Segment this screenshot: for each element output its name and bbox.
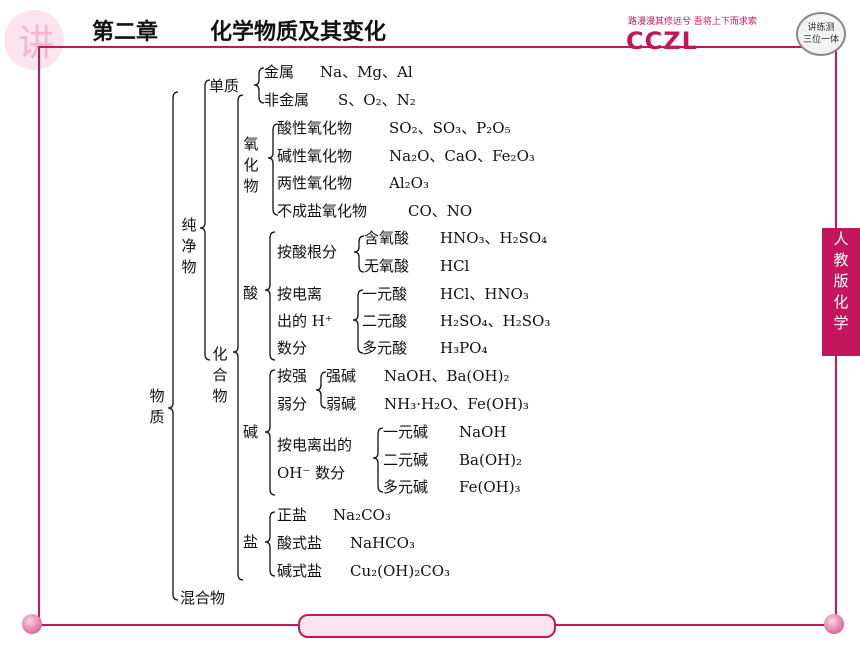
next-page-button[interactable] xyxy=(824,614,844,634)
salt-basic: 碱式盐 xyxy=(277,562,323,580)
brace xyxy=(353,235,365,273)
acid-dibasic: 二元酸 xyxy=(362,312,408,330)
acid-monobasic-examples: HCl、HNO₃ xyxy=(440,285,529,303)
node-base: 碱 xyxy=(243,423,259,441)
base-di-examples: Ba(OH)₂ xyxy=(459,451,523,469)
base-weak: 弱碱 xyxy=(326,395,357,413)
side-tab-char: 化 xyxy=(833,293,849,311)
node-salt: 盐 xyxy=(243,533,259,551)
metal-examples: Na、Mg、Al xyxy=(320,63,413,81)
base-by-strength-line2: 弱分 xyxy=(277,395,308,413)
brace xyxy=(372,427,384,493)
salt-normal: 正盐 xyxy=(277,506,308,524)
page-title: 化学物质及其变化 xyxy=(210,20,387,45)
side-tab-char: 教 xyxy=(833,251,849,269)
side-tab[interactable]: 人 教 版 化 学 xyxy=(822,228,860,356)
acid-polybasic: 多元酸 xyxy=(362,339,408,357)
brace xyxy=(253,67,265,104)
base-poly-examples: Fe(OH)₃ xyxy=(459,478,521,496)
acid-oxyacid-examples: HNO₃、H₂SO₄ xyxy=(440,229,548,247)
acid-by-radical: 按酸根分 xyxy=(277,243,338,261)
badge-line-2: 三位一体 xyxy=(802,35,839,45)
side-tab-char: 学 xyxy=(833,314,849,332)
brace xyxy=(199,79,211,361)
watermark-logo: 讲 xyxy=(4,10,64,70)
brace xyxy=(267,123,279,216)
salt-normal-examples: Na₂CO₃ xyxy=(333,506,391,524)
base-poly: 多元碱 xyxy=(383,478,429,496)
brand-slogan: 路漫漫其修远兮 吾将上下而求索 xyxy=(628,17,757,27)
watermark-char: 讲 xyxy=(18,23,54,64)
acid-dibasic-examples: H₂SO₄、H₂SO₃ xyxy=(440,312,551,330)
acid-polybasic-examples: H₃PO₄ xyxy=(440,339,488,357)
base-weak-examples: NH₃·H₂O、Fe(OH)₃ xyxy=(384,395,529,413)
brace xyxy=(352,289,364,354)
oxide-acidic: 酸性氧化物 xyxy=(277,119,353,137)
chapter-label: 第二章 xyxy=(92,20,159,45)
oxide-amphoteric-examples: Al₂O₃ xyxy=(389,174,429,192)
brace xyxy=(232,94,244,581)
acid-by-h-line3: 数分 xyxy=(277,339,308,357)
node-compound: 化合物 xyxy=(212,345,228,405)
acid-nonoxyacid: 无氧酸 xyxy=(364,257,410,275)
footer-nav-bar[interactable] xyxy=(298,614,556,638)
node-pure-substance: 纯净物 xyxy=(181,216,197,276)
brace xyxy=(167,91,179,601)
acid-nonoxyacid-examples: HCl xyxy=(440,257,470,275)
oxide-nonsalt: 不成盐氧化物 xyxy=(277,202,368,220)
node-substance: 物质 xyxy=(149,387,165,426)
acid-monobasic: 一元酸 xyxy=(362,285,408,303)
prev-page-button[interactable] xyxy=(22,614,42,634)
acid-by-h-line1: 按电离 xyxy=(277,285,323,303)
salt-basic-examples: Cu₂(OH)₂CO₃ xyxy=(350,562,451,580)
brace xyxy=(315,371,327,409)
node-nonmetal: 非金属 xyxy=(264,91,310,109)
oxide-acidic-examples: SO₂、SO₃、P₂O₅ xyxy=(389,119,511,137)
base-by-strength-line1: 按强 xyxy=(277,367,308,385)
nonmetal-examples: S、O₂、N₂ xyxy=(338,91,416,109)
oxide-basic-examples: Na₂O、CaO、Fe₂O₃ xyxy=(389,147,535,165)
salt-acid: 酸式盐 xyxy=(277,534,323,552)
brace xyxy=(264,511,276,577)
node-mixture: 混合物 xyxy=(180,589,226,607)
base-by-oh-line1: 按电离出的 xyxy=(277,436,353,454)
side-tab-char: 版 xyxy=(833,272,849,290)
acid-oxyacid: 含氧酸 xyxy=(364,229,410,247)
badge-line-1: 讲练测 xyxy=(807,23,835,33)
side-tab-char: 人 xyxy=(833,230,849,248)
base-strong: 强碱 xyxy=(326,367,357,385)
salt-acid-examples: NaHCO₃ xyxy=(350,534,415,552)
base-mono-examples: NaOH xyxy=(459,423,507,441)
brand-badge: 讲练测 三位一体 xyxy=(796,12,846,56)
oxide-basic: 碱性氧化物 xyxy=(277,147,353,165)
brace xyxy=(264,231,276,361)
node-element: 单质 xyxy=(209,77,240,95)
brace xyxy=(264,369,276,496)
brand-logo: CCZL xyxy=(626,27,698,55)
base-mono: 一元碱 xyxy=(383,423,429,441)
node-acid: 酸 xyxy=(243,284,259,302)
base-strong-examples: NaOH、Ba(OH)₂ xyxy=(384,367,510,385)
acid-by-h-line2: 出的 H⁺ xyxy=(277,312,333,330)
base-by-oh-line2: OH⁻ 数分 xyxy=(277,464,346,482)
header-divider xyxy=(38,46,835,48)
node-oxide: 氧化物 xyxy=(243,135,259,195)
node-metal: 金属 xyxy=(264,63,295,81)
oxide-nonsalt-examples: CO、NO xyxy=(408,202,473,220)
oxide-amphoteric: 两性氧化物 xyxy=(277,174,353,192)
base-di: 二元碱 xyxy=(383,451,429,469)
